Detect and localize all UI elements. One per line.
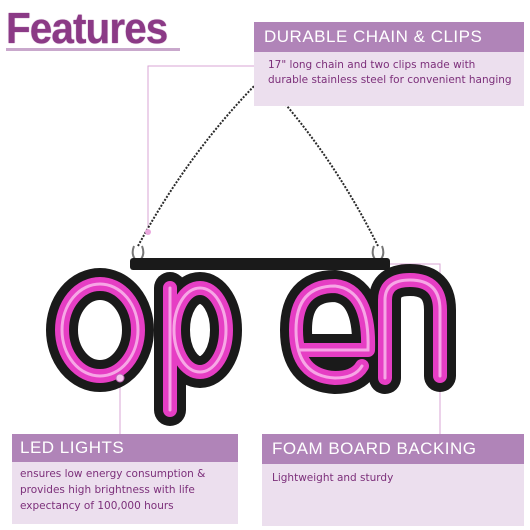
led-callout: LED LIGHTS ensures low energy consumptio… [12, 434, 238, 524]
led-marker [115, 373, 125, 383]
led-callout-text: ensures low energy consumption & provide… [12, 462, 238, 524]
backing-bar [130, 258, 390, 270]
neon-highlights [60, 278, 442, 412]
chain-callout-text: 17" long chain and two clips made with d… [254, 52, 524, 106]
foam-callout-text: Lightweight and sturdy [262, 464, 524, 526]
page-title: Features [6, 4, 168, 53]
title-underline [6, 48, 180, 51]
clip-ring-left [145, 229, 151, 235]
chain-callout: DURABLE CHAIN & CLIPS 17" long chain and… [254, 22, 524, 106]
foam-callout: FOAM BOARD BACKING Lightweight and sturd… [262, 434, 524, 526]
chain-right [261, 77, 379, 247]
chain-leader-line [147, 65, 254, 228]
chain [137, 77, 379, 247]
chain-callout-heading: DURABLE CHAIN & CLIPS [254, 22, 524, 52]
led-callout-heading: LED LIGHTS [12, 434, 238, 462]
foam-callout-heading: FOAM BOARD BACKING [262, 434, 524, 464]
chain-left [137, 77, 263, 247]
